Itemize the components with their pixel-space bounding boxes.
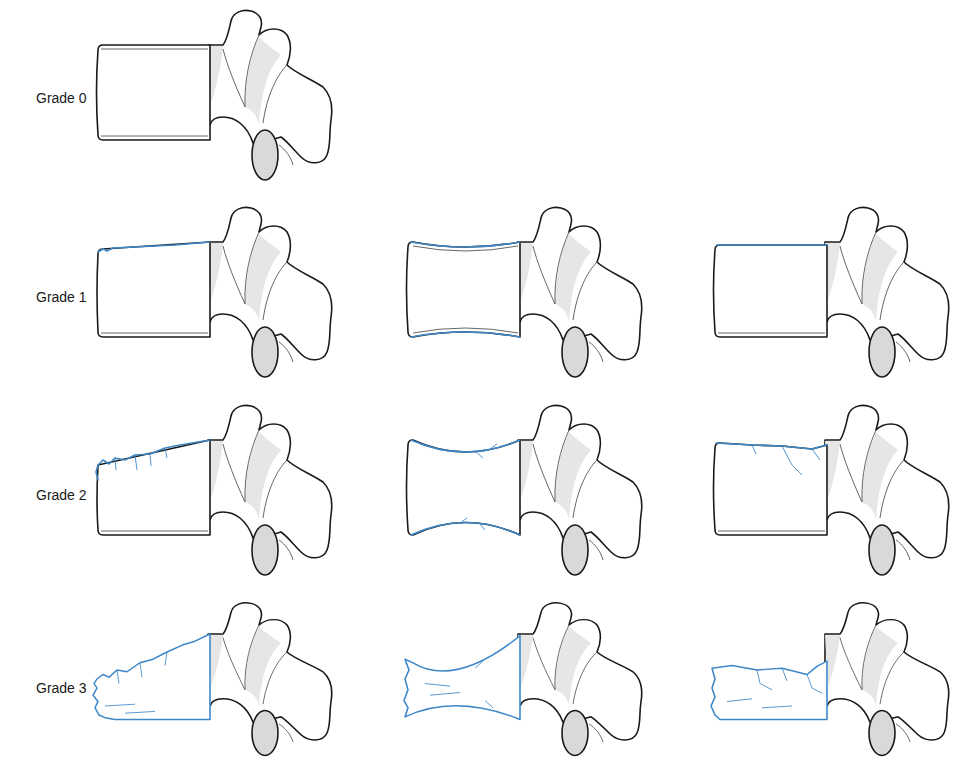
vertebra-outline [711,661,827,720]
mild-wedge-vertebra [97,207,332,377]
vertebra-outline [425,661,493,708]
vertebra-outline [93,634,210,720]
vertebra-outline [752,445,820,475]
severe-biconcave-vertebra [404,603,642,756]
severe-wedge-vertebra [93,603,332,756]
vertebra-outline [714,245,828,337]
vertebra-outline [718,531,825,532]
vertebra-outline [407,242,521,337]
vertebra-outline [717,244,827,246]
mild-biconcave-vertebra [407,207,642,377]
vertebra-outline [101,333,208,334]
vertebra-outline [407,440,521,535]
grade-label: Grade 2 [36,487,87,504]
grade-label: Grade 3 [36,680,87,697]
moderate-wedge-vertebra [96,405,332,575]
vertebra-outline [518,207,642,377]
vertebra-outline [105,652,167,713]
vertebra-outline [727,668,822,708]
vertebra-outline [404,636,520,720]
vertebra-outline [101,49,208,136]
vertebra-outline [97,45,211,140]
moderate-biconcave-vertebra [407,405,642,575]
vertebra-outline [718,333,825,334]
vertebra-outline [413,246,518,333]
vertebra-outline [97,440,210,535]
mild-crush-vertebra [714,207,949,377]
vertebra-outline [208,10,332,180]
vertebra-outline [101,531,208,532]
vertebra-outline [716,443,827,449]
vertebra-outline [825,603,949,756]
vertebra-outline [97,242,210,337]
vertebra-outline [518,603,642,756]
vertebra-outline [518,405,642,575]
vertebra-outline [825,207,949,377]
vertebra-outline [115,448,167,470]
vertebra-outline [825,405,949,575]
normal-vertebra [97,10,332,180]
vertebra-outline [714,443,828,535]
vertebra-outline [208,405,332,575]
vertebra-outline [98,242,210,252]
vertebra-outline [411,440,520,535]
moderate-crush-vertebra [714,405,949,575]
vertebra-outline [208,207,332,377]
vertebra-outline [460,444,497,530]
vertebra-outline [96,440,210,480]
grade-label: Grade 1 [36,289,87,306]
severe-crush-vertebra [711,603,949,756]
vertebra-outline [411,242,520,337]
grade-label: Grade 0 [36,90,87,107]
vertebra-outline [208,603,332,756]
